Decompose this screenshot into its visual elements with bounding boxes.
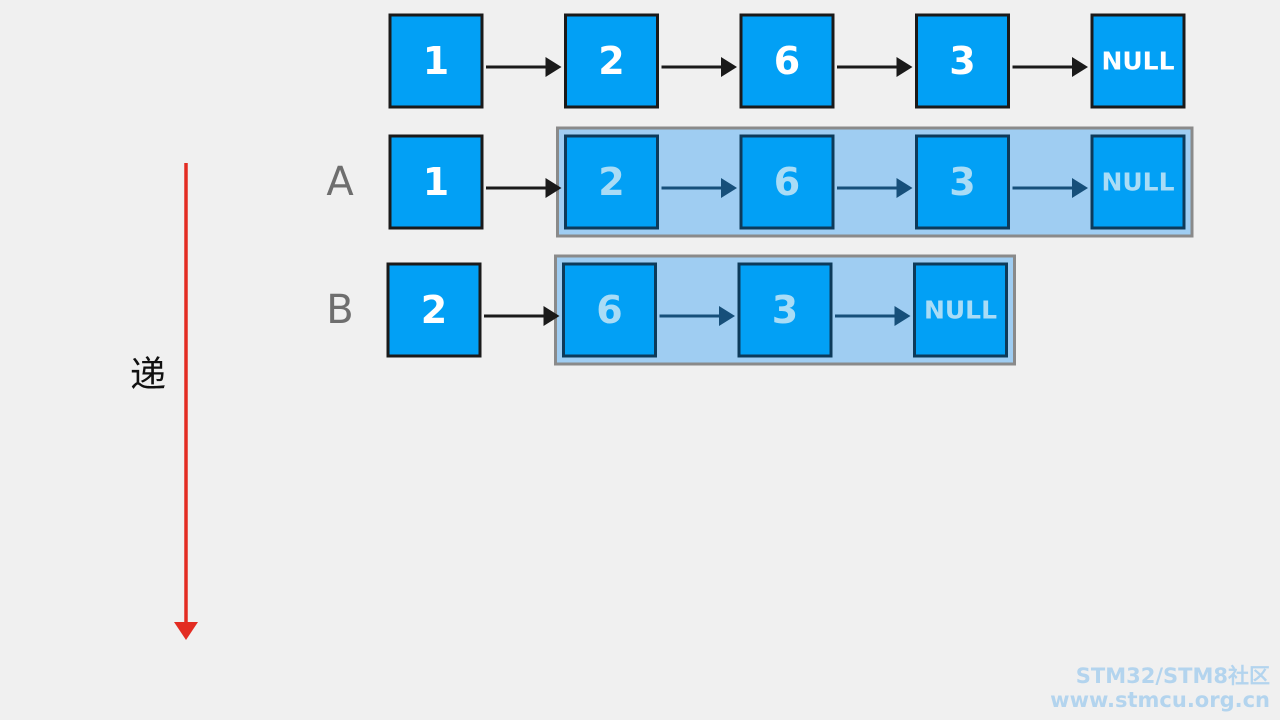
node-value: 6 [596, 288, 622, 332]
node-value: 2 [598, 160, 624, 204]
direction-label: 递 [130, 355, 166, 396]
list-node: 3 [915, 134, 1010, 230]
next-pointer-arrow [837, 178, 913, 198]
node-value: 3 [772, 288, 798, 332]
node-value: 2 [421, 288, 447, 332]
list-node: 2 [564, 134, 659, 230]
watermark: STM32/STM8社区 www.stmcu.org.cn [1050, 664, 1270, 712]
next-pointer-arrow [1012, 178, 1088, 198]
sublist-highlight-box [556, 126, 1194, 238]
node-value: NULL [1101, 47, 1174, 76]
node-value: 1 [423, 160, 449, 204]
next-pointer-arrow [837, 57, 913, 77]
row-label: B [326, 287, 353, 333]
next-pointer-arrow [661, 57, 737, 77]
watermark-line-2: www.stmcu.org.cn [1050, 688, 1270, 712]
node-value: 3 [949, 39, 975, 83]
null-node: NULL [913, 262, 1008, 358]
next-pointer-arrow [1012, 57, 1088, 77]
list-node: 6 [562, 262, 657, 358]
next-pointer-arrow [661, 178, 737, 198]
time-direction-arrow [174, 163, 198, 640]
list-node: 1 [388, 13, 484, 109]
row-label: A [326, 159, 354, 205]
list-node: 1 [388, 134, 484, 230]
list-node: 2 [386, 262, 482, 358]
node-value: 2 [598, 39, 624, 83]
list-node: 6 [739, 134, 835, 230]
list-node: 3 [737, 262, 833, 358]
next-pointer-arrow [835, 306, 911, 326]
next-pointer-arrow [486, 57, 562, 77]
null-node: NULL [1090, 13, 1186, 109]
list-node: 3 [915, 13, 1010, 109]
node-value: 1 [423, 39, 449, 83]
node-value: 3 [949, 160, 975, 204]
next-pointer-arrow [486, 178, 562, 198]
node-value: 6 [774, 160, 800, 204]
node-value: NULL [1101, 168, 1174, 197]
node-value: NULL [924, 296, 997, 325]
next-pointer-arrow [484, 306, 560, 326]
node-value: 6 [774, 39, 800, 83]
null-node: NULL [1090, 134, 1186, 230]
watermark-line-1: STM32/STM8社区 [1075, 664, 1270, 688]
next-pointer-arrow [659, 306, 735, 326]
list-node: 2 [564, 13, 659, 109]
list-node: 6 [739, 13, 835, 109]
